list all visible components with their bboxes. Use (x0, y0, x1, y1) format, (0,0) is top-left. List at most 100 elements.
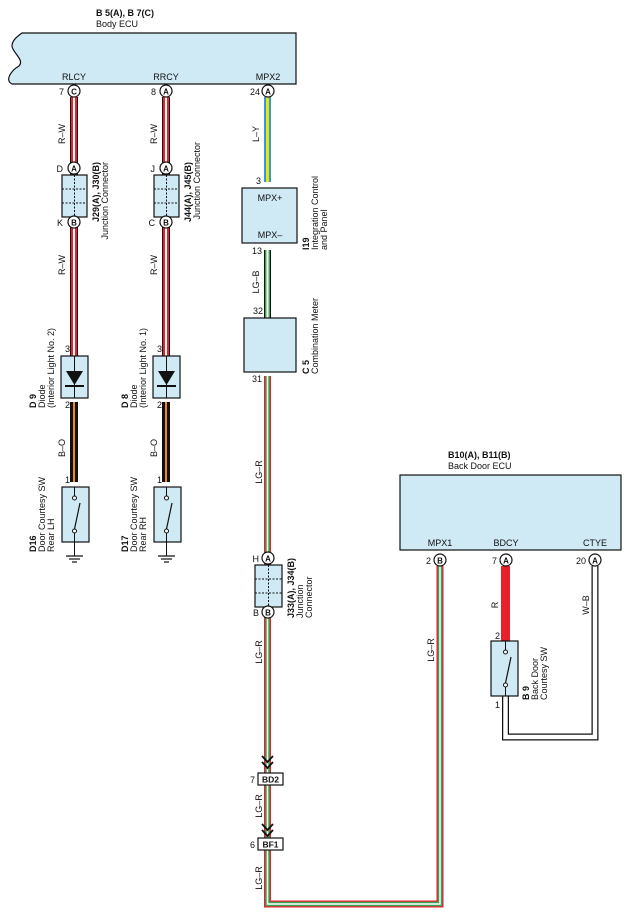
d9-sub: (Interior Light No. 2) (46, 328, 56, 408)
j29-pin-top: D (57, 164, 64, 174)
d16-ref: D16 (28, 535, 38, 552)
bf1-pin: 6 (250, 840, 255, 850)
j29-pin-bot: K (57, 218, 63, 228)
bd2-label: BD2 (262, 775, 279, 785)
svg-text:B: B (71, 219, 77, 228)
d16-name-2: Rear LH (46, 518, 56, 552)
d9-pin-top: 3 (65, 344, 70, 354)
wire-label-bo: B–O (57, 439, 67, 457)
wire-r-bdcy (501, 566, 510, 641)
svg-text:B: B (163, 219, 169, 228)
wire-label-rw: R–W (149, 123, 159, 144)
back-ecu-term-mpx1: MPX1 (428, 538, 453, 548)
d16-pin: 1 (65, 475, 70, 485)
body-ecu-box (8, 32, 297, 85)
b9-pin-top: 2 (495, 631, 500, 641)
wire-label-lgr: LG–R (254, 460, 264, 484)
c5-name: Combination Meter (310, 298, 320, 374)
connector-b-marker (261, 605, 275, 619)
bf1-label: BF1 (262, 840, 278, 850)
junction-connector-j44 (153, 174, 180, 218)
i19-mpx-minus: MPX– (258, 230, 283, 240)
back-door-ecu-box (399, 474, 622, 551)
j33-name-2: Connector (304, 576, 314, 618)
wire-label-rw: R–W (57, 123, 67, 144)
b9-name-1: Back Door (530, 658, 540, 700)
door-courtesy-switch-d17 (153, 486, 182, 563)
back-door-courtesy-switch-b9 (490, 640, 519, 697)
svg-text:A: A (592, 557, 598, 566)
d17-ref: D17 (120, 535, 130, 552)
d9-ref: D 9 (28, 394, 38, 408)
d8-name: Diode (129, 384, 139, 408)
svg-text:A: A (163, 165, 169, 174)
connector-a-marker (159, 161, 173, 175)
body-ecu-ref: B 5(A), B 7(C) (96, 8, 154, 18)
wire-label-lgb: LG–B (251, 270, 261, 293)
chevron-down-icon (261, 755, 274, 770)
d9-pin-bot: 2 (65, 400, 70, 410)
wire-label-r: R (490, 601, 500, 608)
j44-ref: J44(A), J45(B) (183, 162, 193, 222)
wire-label-lgr: LG–R (426, 638, 436, 662)
c5-ref: C 5 (301, 360, 311, 374)
d17-name-1: Door Courtesy SW (129, 476, 139, 552)
wire-lgb (264, 250, 271, 318)
svg-text:B: B (437, 557, 443, 566)
wire-label-lgr: LG–R (254, 640, 264, 664)
i19-name-1: Integration Control (310, 176, 320, 250)
d16-name-1: Door Courtesy SW (37, 476, 47, 552)
pin-7: 7 (59, 87, 64, 97)
junction-connector-j29 (61, 174, 88, 218)
back-ecu-term-ctye: CTYE (583, 538, 607, 548)
body-ecu-name: Body ECU (96, 19, 138, 29)
svg-text:B: B (265, 609, 271, 618)
c5-pin-top: 32 (253, 306, 263, 316)
j29-ref: J29(A), J30(B) (91, 162, 101, 222)
svg-text:A: A (265, 88, 271, 97)
i19-mpx-plus: MPX+ (258, 193, 283, 203)
i19-pin-top: 3 (256, 176, 261, 186)
wire-lgr (264, 376, 444, 908)
d8-sub: (Interior Light No. 1) (138, 328, 148, 408)
chevron-down-icon (261, 823, 274, 838)
pin-7: 7 (492, 556, 497, 566)
diode-d9 (60, 355, 89, 399)
diode-d8 (152, 355, 181, 399)
connector-a-marker (67, 161, 81, 175)
b9-pin-bot: 1 (495, 700, 500, 710)
svg-text:A: A (71, 165, 77, 174)
pin-24: 24 (250, 87, 260, 97)
connector-a-marker (261, 84, 275, 98)
svg-text:C: C (71, 88, 77, 97)
j44-name: Junction Connector (192, 142, 202, 220)
body-ecu-term-rlcy: RLCY (62, 72, 86, 82)
j29-name: Junction Connector (100, 162, 110, 240)
connector-b-marker (67, 215, 81, 229)
wire-label-ly: L–Y (251, 126, 261, 142)
wire-label-rw: R–W (57, 254, 67, 275)
wire-bo-rh (162, 402, 170, 482)
junction-connector-j33 (254, 564, 283, 608)
body-ecu-term-mpx2: MPX2 (256, 72, 281, 82)
back-ecu-term-bdcy: BDCY (493, 538, 518, 548)
connector-a-marker (499, 553, 513, 567)
connector-c-marker (67, 84, 81, 98)
wire-ly (264, 97, 271, 182)
connector-a-marker (159, 84, 173, 98)
pin-20: 20 (576, 556, 586, 566)
connector-a-marker (261, 551, 275, 565)
d8-pin-bot: 2 (157, 400, 162, 410)
wire-label-bo: B–O (149, 439, 159, 457)
svg-text:A: A (265, 555, 271, 564)
d9-name: Diode (37, 384, 47, 408)
d17-pin: 1 (157, 475, 162, 485)
wire-label-wb: W–B (581, 595, 591, 615)
door-courtesy-switch-d16 (61, 486, 90, 563)
j44-pin-bot: C (149, 218, 156, 228)
c5-pin-bot: 31 (252, 374, 262, 384)
svg-text:A: A (503, 557, 509, 566)
connector-b-marker (433, 553, 447, 567)
j33-name-1: Junction (295, 584, 305, 618)
